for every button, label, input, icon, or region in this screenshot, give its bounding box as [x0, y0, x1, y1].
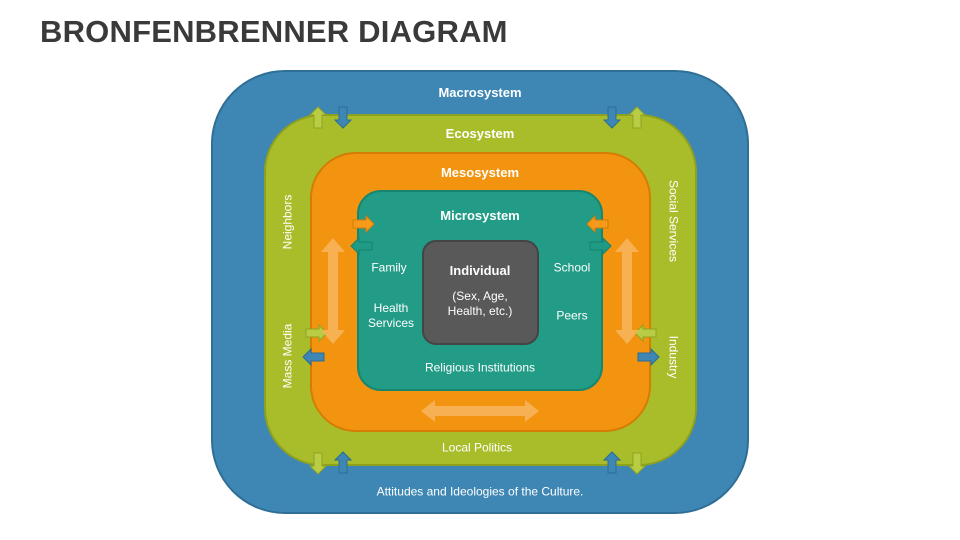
- microsystem-peers: Peers: [556, 308, 588, 323]
- arrow-right-icon: [589, 237, 612, 255]
- ecosystem-social-services: Social Services: [666, 179, 681, 263]
- arrow-down-icon: [603, 106, 621, 129]
- arrow-left-icon: [350, 237, 373, 255]
- individual-detail-line-1: (Sex, Age,: [452, 289, 508, 303]
- double-arrow-vertical-icon: [321, 238, 345, 344]
- double-arrow-vertical-icon: [615, 238, 639, 344]
- arrow-right-icon: [352, 215, 375, 233]
- arrow-up-icon: [334, 451, 352, 474]
- individual-label: Individual: [449, 262, 511, 278]
- page-title: BRONFENBRENNER DIAGRAM: [40, 14, 508, 49]
- ecosystem-mass-media: Mass Media: [280, 323, 295, 389]
- individual-detail-line-2: Health, etc.): [447, 304, 513, 318]
- arrow-left-icon: [634, 324, 657, 342]
- arrow-right-icon: [637, 348, 660, 366]
- arrow-left-icon: [302, 348, 325, 366]
- arrow-down-icon: [628, 452, 646, 475]
- mesosystem-label: Mesosystem: [440, 164, 520, 180]
- individual-details: (Sex, Age, Health, etc.): [448, 289, 513, 319]
- arrow-down-icon: [309, 452, 327, 475]
- microsystem-family: Family: [371, 260, 407, 275]
- microsystem-religious-institutions: Religious Institutions: [424, 360, 536, 375]
- microsystem-label: Microsystem: [440, 207, 520, 223]
- macrosystem-label: Macrosystem: [438, 84, 522, 100]
- arrow-up-icon: [628, 106, 646, 129]
- double-arrow-horizontal-icon: [421, 400, 539, 422]
- ecosystem-industry: Industry: [666, 335, 681, 379]
- health-line-1: Health: [373, 301, 409, 315]
- arrow-down-icon: [334, 106, 352, 129]
- arrow-up-icon: [603, 451, 621, 474]
- microsystem-health-services: Health Services: [368, 301, 414, 331]
- health-line-2: Services: [367, 316, 415, 330]
- ecosystem-label: Ecosystem: [445, 125, 515, 141]
- macrosystem-bottom-text: Attitudes and Ideologies of the Culture.: [376, 484, 584, 499]
- microsystem-school: School: [553, 260, 591, 275]
- individual-box: [422, 240, 539, 345]
- ecosystem-local-politics: Local Politics: [441, 440, 513, 455]
- arrow-up-icon: [309, 106, 327, 129]
- ecosystem-neighbors: Neighbors: [280, 194, 295, 250]
- arrow-left-icon: [586, 215, 609, 233]
